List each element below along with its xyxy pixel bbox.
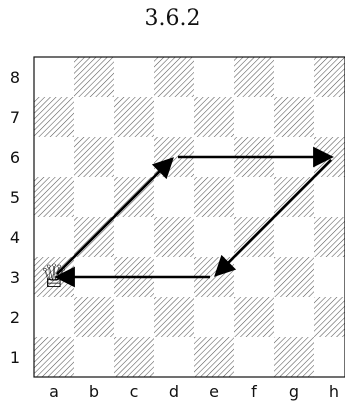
square-d2 (154, 297, 194, 337)
square-e7 (194, 97, 234, 137)
file-label-b: b (89, 382, 99, 401)
file-label-g: g (289, 382, 299, 401)
square-b1 (74, 337, 114, 377)
square-g1 (274, 337, 314, 377)
square-f3 (234, 257, 274, 297)
square-a8 (34, 57, 74, 97)
square-f8 (234, 57, 274, 97)
square-f1 (234, 337, 274, 377)
square-h1 (314, 337, 345, 377)
square-h7 (314, 97, 345, 137)
square-f7 (234, 97, 274, 137)
square-a7 (34, 97, 74, 137)
file-label-e: e (209, 382, 219, 401)
rank-label-1: 1 (10, 348, 20, 367)
square-e2 (194, 297, 234, 337)
file-label-c: c (130, 382, 139, 401)
file-label-f: f (251, 382, 257, 401)
square-g7 (274, 97, 314, 137)
board-squares (34, 57, 345, 377)
square-d7 (154, 97, 194, 137)
board-border (33, 56, 345, 378)
square-b2 (74, 297, 114, 337)
square-a2 (34, 297, 74, 337)
square-h4 (314, 217, 345, 257)
rank-label-7: 7 (10, 108, 20, 127)
rank-label-5: 5 (10, 188, 20, 207)
square-a1 (34, 337, 74, 377)
file-label-d: d (169, 382, 179, 401)
rank-label-2: 2 (10, 308, 20, 327)
square-h3 (314, 257, 345, 297)
figure-title: 3.6.2 (144, 6, 201, 31)
square-b5 (74, 177, 114, 217)
square-f2 (234, 297, 274, 337)
square-a6 (34, 137, 74, 177)
square-g3 (274, 257, 314, 297)
square-g4 (274, 217, 314, 257)
file-label-a: a (49, 382, 59, 401)
rank-label-6: 6 (10, 148, 20, 167)
square-g2 (274, 297, 314, 337)
square-e1 (194, 337, 234, 377)
square-a5 (34, 177, 74, 217)
square-d8 (154, 57, 194, 97)
route-arrow-a3-d6 (55, 157, 174, 276)
square-e4 (194, 217, 234, 257)
square-e5 (194, 177, 234, 217)
square-d4 (154, 217, 194, 257)
square-g8 (274, 57, 314, 97)
queen-route-arrows (54, 146, 334, 288)
square-c7 (114, 97, 154, 137)
square-b8 (74, 57, 114, 97)
board-pieces: ♕ (40, 257, 69, 295)
square-f5 (234, 177, 274, 217)
square-c6 (114, 137, 154, 177)
square-e8 (194, 57, 234, 97)
rank-labels: 1 2 3 4 5 6 7 8 (10, 68, 20, 367)
square-a4 (34, 217, 74, 257)
square-c2 (114, 297, 154, 337)
square-d5 (154, 177, 194, 217)
square-c4 (114, 217, 154, 257)
route-arrow-h6-e3 (214, 158, 333, 277)
square-d1 (154, 337, 194, 377)
rank-label-3: 3 (10, 268, 20, 287)
square-c1 (114, 337, 154, 377)
white-queen-icon: ♕ (40, 257, 69, 295)
square-h8 (314, 57, 345, 97)
rank-label-8: 8 (10, 68, 20, 87)
square-h5 (314, 177, 345, 217)
square-c8 (114, 57, 154, 97)
rank-label-4: 4 (10, 228, 20, 247)
file-labels: a b c d e f g h (49, 382, 339, 401)
square-b7 (74, 97, 114, 137)
square-b6 (74, 137, 114, 177)
square-h2 (314, 297, 345, 337)
file-label-h: h (329, 382, 339, 401)
